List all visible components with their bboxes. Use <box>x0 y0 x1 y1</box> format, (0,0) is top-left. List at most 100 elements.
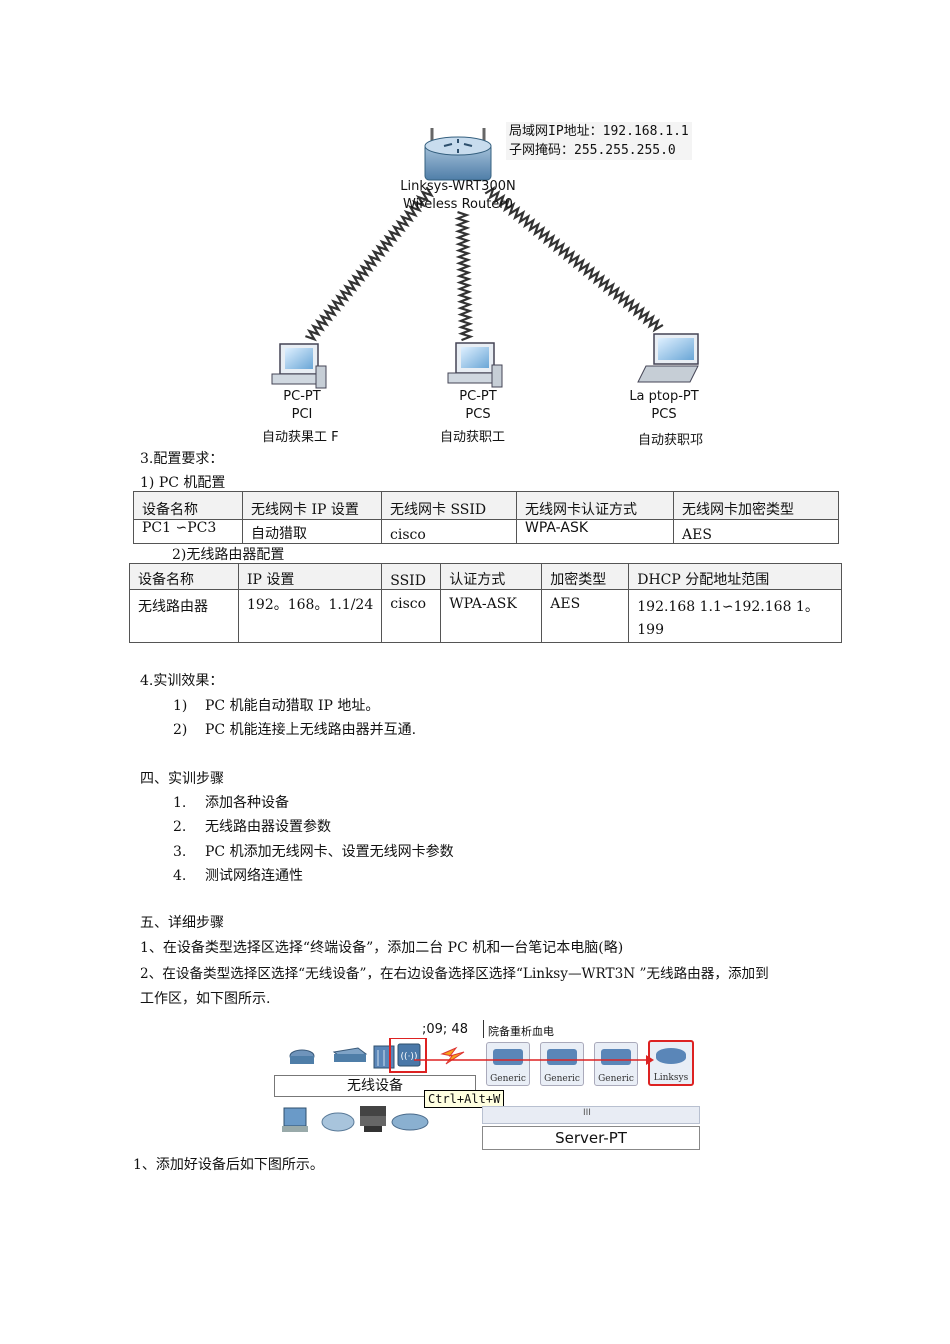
table-row: PC1 ∽PC3 自动猎取 cisco WPA-ASK AES <box>133 519 839 544</box>
wireless-link-right <box>484 185 664 333</box>
device-generic-1[interactable]: Generic <box>486 1042 530 1086</box>
table-header-cell: SSID <box>381 563 442 590</box>
table-header-cell: DHCP 分配地址范围 <box>628 563 842 590</box>
device-generic-3[interactable]: Generic <box>594 1042 638 1086</box>
router-subnet-mask: 子网掩码：255.255.255.0 <box>509 143 676 158</box>
printer-category-icon[interactable] <box>360 1106 386 1132</box>
node-name: PCS <box>651 407 677 422</box>
table-cell: 192。168。1.1/24 <box>237 589 383 643</box>
table-cell: 自动猎取 <box>242 519 382 544</box>
router-config-title: 2)无线路由器配置 <box>172 547 285 563</box>
table-header-cell: 无线网卡加密类型 <box>673 491 839 520</box>
table-header-cell: 无线网卡 SSID <box>381 491 517 520</box>
step-num: 3. <box>173 844 187 860</box>
pc-category-icon[interactable] <box>282 1107 308 1132</box>
scroll-thumb-label: III <box>583 1108 591 1118</box>
device-linksys[interactable]: Linksys <box>648 1040 694 1086</box>
table-cell: AES <box>673 519 839 544</box>
steps-title: 四、实训步骤 <box>140 771 224 787</box>
device-label: Generic <box>544 1074 580 1084</box>
step-text: 添加各种设备 <box>205 795 289 811</box>
node-type: PC-PT <box>283 389 321 404</box>
table-row: 无线路由器 192。168。1.1/24 cisco WPA-ASK AES 1… <box>129 589 842 643</box>
dhcp-range-end: 199 <box>637 622 664 638</box>
table-cell: WPA-ASK <box>440 589 543 643</box>
table-cell: WPA-ASK <box>516 519 674 544</box>
node-label-right: La ptop-PT PCS <box>614 388 714 424</box>
config-title: 3.配置要求： <box>140 451 224 467</box>
router-icon <box>656 1048 686 1064</box>
step-num: 1. <box>173 795 187 811</box>
table-cell: cisco <box>381 589 442 643</box>
table-header-cell: 认证方式 <box>440 563 543 590</box>
pc-icon-middle[interactable] <box>447 342 503 388</box>
wireless-link-left <box>305 186 435 342</box>
step-text: PC 机添加无线网卡、设置无线网卡参数 <box>205 844 454 860</box>
node-type: PC-PT <box>459 389 497 404</box>
table-cell: AES <box>541 589 630 643</box>
table-header-cell: 设备名称 <box>129 563 239 590</box>
router-name: Wireless Router0 <box>403 197 513 212</box>
device-generic-2[interactable]: Generic <box>540 1042 584 1086</box>
table-header-cell: 设备名称 <box>133 491 243 520</box>
red-arrow <box>414 1055 654 1065</box>
router-ip-info: 局域网IP地址：192.168.1.1 子网掩码：255.255.255.0 <box>506 122 692 160</box>
device-icon <box>493 1049 523 1065</box>
pc-icon-left[interactable] <box>271 343 327 389</box>
footer-text: 1、添加好设备后如下图所示。 <box>133 1157 324 1173</box>
table-header-cell: IP 设置 <box>237 563 383 590</box>
step-text: 测试网络连通性 <box>205 868 303 884</box>
end-device-icons <box>282 1106 429 1132</box>
device-label: Generic <box>490 1074 526 1084</box>
node-type: La ptop-PT <box>629 389 699 404</box>
router-icon[interactable] <box>424 128 492 181</box>
node-note-middle: 自动获职工 <box>440 430 506 445</box>
detail-step-2-cont: 工作区，如下图所示. <box>140 991 271 1007</box>
node-label-middle: PC-PT PCS <box>428 388 528 424</box>
table-cell: cisco <box>381 519 517 544</box>
wan-category-icon[interactable] <box>391 1113 429 1131</box>
device-toolbar-screenshot: ;09; 48 院备重析血电 ((·)) 无线设备 Ctrl+Alt+W <box>274 1020 700 1154</box>
router-model: Linksys-WRT300N <box>400 179 516 194</box>
effect-num: 2) <box>173 722 188 738</box>
device-icon <box>601 1049 631 1065</box>
node-note-left: 自动获果工 F <box>262 430 339 445</box>
pc-config-table: 设备名称 无线网卡 IP 设置 无线网卡 SSID 无线网卡认证方式 无线网卡加… <box>133 491 839 544</box>
laptop-icon[interactable] <box>637 333 699 383</box>
detail-step-1: 1、在设备类型选择区选择“终端设备”，添加二台 PC 机和一台笔记本电脑(略) <box>140 940 624 956</box>
detail-title: 五、详细步骤 <box>140 915 224 931</box>
top-label: 院备重析血电 <box>488 1025 554 1038</box>
effect-text: PC 机能连接上无线路由器并互通. <box>205 722 417 738</box>
effect-title: 4.实训效果： <box>140 673 224 689</box>
step-num: 4. <box>173 868 187 884</box>
time-text: ;09; 48 <box>422 1022 468 1037</box>
router-category-icon[interactable] <box>289 1049 315 1064</box>
step-text: 无线路由器设置参数 <box>205 819 331 835</box>
table-header-cell: 无线网卡 IP 设置 <box>242 491 382 520</box>
switch-category-icon[interactable] <box>332 1047 368 1062</box>
pc-config-title: 1) PC 机配置 <box>140 475 226 491</box>
router-config-table: 设备名称 IP 设置 SSID 认证方式 加密类型 DHCP 分配地址范围 无线… <box>129 563 842 643</box>
table-cell: 无线路由器 <box>129 589 239 643</box>
node-name: PCI <box>291 407 313 422</box>
svg-text:((·)): ((·)) <box>401 1052 418 1062</box>
table-cell: 192.168 1.1∽192.168 1。 199 <box>628 589 842 643</box>
cloud-category-icon[interactable] <box>321 1112 355 1132</box>
effect-num: 1) <box>173 698 188 714</box>
flash-icon <box>440 1046 465 1065</box>
wireless-link-middle <box>454 211 474 342</box>
divider <box>483 1020 484 1038</box>
detail-step-2: 2、在设备类型选择区选择“无线设备”，在右边设备选择区选择“Linksy—WRT… <box>140 966 769 982</box>
dhcp-range-start: 192.168 1.1∽192.168 1。 <box>637 599 819 615</box>
device-scrollbar[interactable]: III <box>482 1106 700 1124</box>
table-header-row: 设备名称 IP 设置 SSID 认证方式 加密类型 DHCP 分配地址范围 <box>129 563 842 590</box>
router-lan-ip: 局域网IP地址：192.168.1.1 <box>509 124 689 139</box>
node-note-right: 自动获职邛 <box>638 433 704 448</box>
table-header-row: 设备名称 无线网卡 IP 设置 无线网卡 SSID 无线网卡认证方式 无线网卡加… <box>133 491 839 520</box>
network-diagram <box>271 128 699 389</box>
effect-text: PC 机能自动猎取 IP 地址。 <box>205 698 380 714</box>
table-cell: PC1 ∽PC3 <box>133 519 243 544</box>
device-name-field: Server-PT <box>482 1126 700 1150</box>
step-num: 2. <box>173 819 187 835</box>
table-header-cell: 无线网卡认证方式 <box>516 491 674 520</box>
